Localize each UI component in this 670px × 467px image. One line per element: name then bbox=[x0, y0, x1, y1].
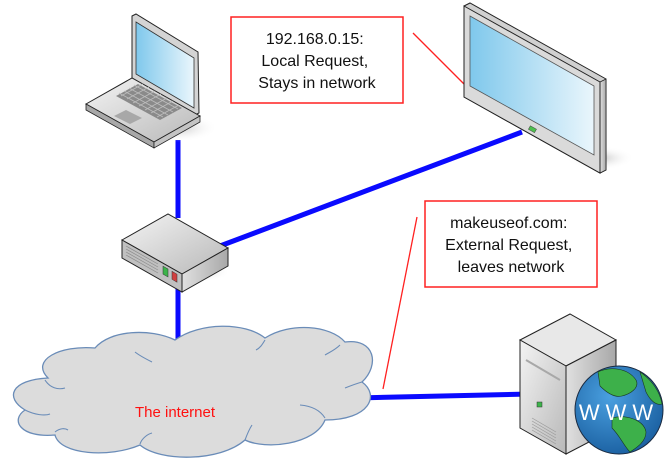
callout-external-line-3: leaves network bbox=[458, 259, 566, 276]
tv-icon bbox=[463, 2, 634, 174]
callout-pointer-external bbox=[382, 216, 418, 390]
laptop-icon bbox=[84, 13, 218, 149]
callout-local-line-2: Local Request, bbox=[261, 53, 368, 70]
globe-www-text: WWW bbox=[579, 400, 659, 425]
router-led-red bbox=[171, 270, 178, 283]
link-cloud-server bbox=[355, 391, 531, 401]
router-led-green bbox=[162, 265, 169, 278]
link-router-tv bbox=[219, 129, 523, 249]
callout-external: makeuseof.com: External Request, leaves … bbox=[424, 200, 598, 288]
router-icon bbox=[120, 213, 230, 293]
web-server-icon: WWW bbox=[518, 313, 664, 455]
callout-local-line-1: 192.168.0.15: bbox=[266, 31, 364, 48]
internet-cloud: The internet bbox=[12, 325, 374, 458]
links bbox=[175, 129, 531, 401]
callout-pointer-local bbox=[412, 32, 465, 85]
callout-external-line-1: makeuseof.com: bbox=[450, 215, 567, 232]
svg-text:192.168.0.15: Local Requ: 192.168.0.15: Local Request, Stays in ne… bbox=[258, 31, 376, 92]
callout-local-line-3: Stays in network bbox=[258, 75, 376, 92]
callout-external-line-2: External Request, bbox=[445, 237, 572, 254]
cloud-shape bbox=[12, 325, 374, 458]
cloud-label: The internet bbox=[135, 404, 216, 421]
svg-text:makeuseof.com: External: makeuseof.com: External Request, leaves … bbox=[445, 215, 577, 276]
globe-icon: WWW bbox=[574, 365, 664, 455]
callout-local: 192.168.0.15: Local Request, Stays in ne… bbox=[230, 16, 404, 104]
